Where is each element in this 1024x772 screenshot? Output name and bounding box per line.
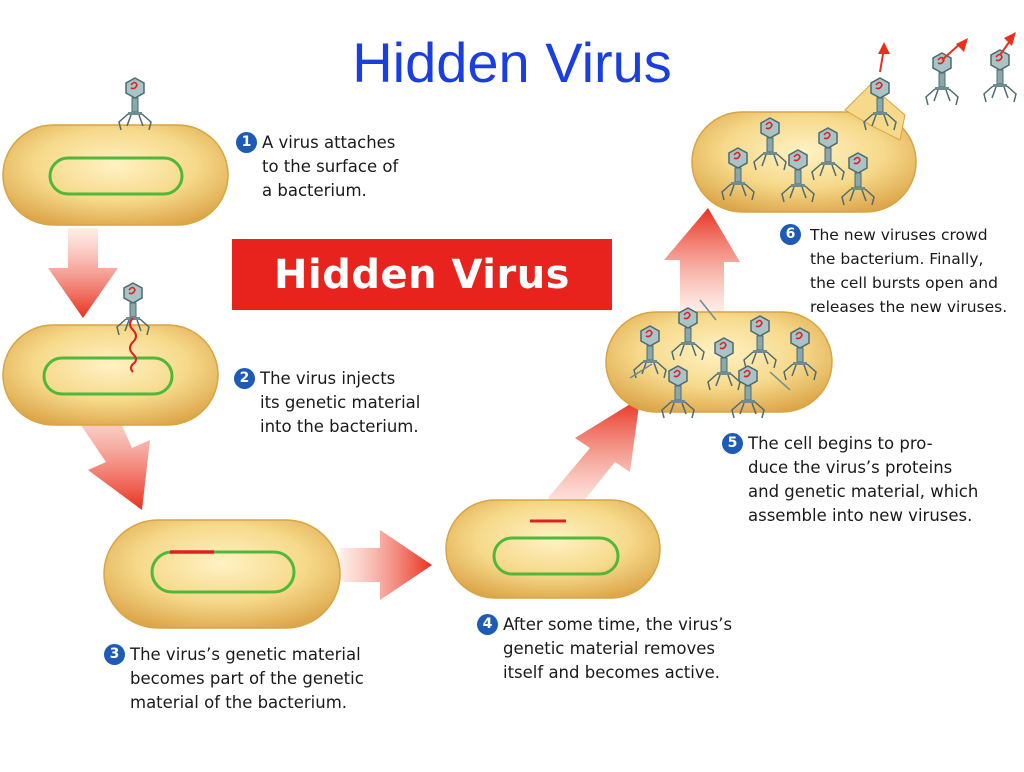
arrow-3-to-4 bbox=[340, 530, 432, 600]
step-1-caption: 1 A virus attaches to the surface of a b… bbox=[236, 131, 398, 203]
step-6-badge: 6 bbox=[780, 224, 801, 245]
step-1-line: a bacterium. bbox=[262, 181, 367, 200]
step-2-caption: 2 The virus injects its genetic material… bbox=[234, 367, 420, 439]
step-1-badge: 1 bbox=[236, 132, 257, 153]
step-6-line: the bacterium. Finally, bbox=[810, 250, 984, 268]
arrow-4-to-5 bbox=[548, 398, 640, 512]
step-4-line: After some time, the virus’s bbox=[503, 615, 733, 634]
step-6-line: the cell bursts open and bbox=[810, 274, 998, 292]
step-6-caption: 6 The new viruses crowd the bacterium. F… bbox=[780, 223, 1007, 319]
step-4-line: itself and becomes active. bbox=[503, 663, 720, 682]
bacterium-step-6 bbox=[691, 32, 1017, 213]
arrow-2-to-3 bbox=[72, 398, 150, 510]
step-2-line: into the bacterium. bbox=[260, 417, 419, 436]
step-2-line: The virus injects bbox=[260, 369, 396, 388]
step-1-line: to the surface of bbox=[262, 157, 399, 176]
step-3-caption: 3 The virus’s genetic material becomes p… bbox=[104, 643, 364, 715]
step-5-line: and genetic material, which bbox=[748, 482, 979, 501]
bacterium-step-4 bbox=[445, 499, 661, 599]
banner-text: Hidden Virus bbox=[274, 251, 570, 298]
step-5-badge: 5 bbox=[722, 433, 743, 454]
step-5-caption: 5 The cell begins to pro- duce the virus… bbox=[722, 432, 978, 528]
arrow-5-to-6 bbox=[664, 208, 740, 312]
step-5-line: duce the virus’s proteins bbox=[748, 458, 953, 477]
step-5-line: assemble into new viruses. bbox=[748, 506, 973, 525]
step-4-badge: 4 bbox=[477, 614, 498, 635]
step-6-line: releases the new viruses. bbox=[810, 298, 1008, 316]
step-2-badge: 2 bbox=[234, 368, 255, 389]
bacterium-step-5 bbox=[605, 299, 833, 419]
step-6-line: The new viruses crowd bbox=[810, 226, 988, 244]
step-3-line: material of the bacterium. bbox=[130, 693, 348, 712]
step-3-line: becomes part of the genetic bbox=[130, 669, 364, 688]
step-3-line: The virus’s genetic material bbox=[130, 645, 361, 664]
step-4-caption: 4 After some time, the virus’s genetic m… bbox=[477, 613, 732, 685]
bacterium-step-2 bbox=[2, 282, 219, 426]
bacterium-step-3 bbox=[103, 519, 341, 629]
step-5-line: The cell begins to pro- bbox=[748, 434, 933, 453]
step-1-line: A virus attaches bbox=[262, 133, 396, 152]
hidden-virus-banner: Hidden Virus bbox=[232, 239, 612, 310]
slide-title: Hidden Virus bbox=[352, 31, 672, 94]
step-4-line: genetic material removes bbox=[503, 639, 715, 658]
step-3-badge: 3 bbox=[104, 644, 125, 665]
step-2-line: its genetic material bbox=[260, 393, 421, 412]
bacterium-step-1 bbox=[2, 77, 229, 226]
arrow-1-to-2 bbox=[48, 228, 118, 318]
